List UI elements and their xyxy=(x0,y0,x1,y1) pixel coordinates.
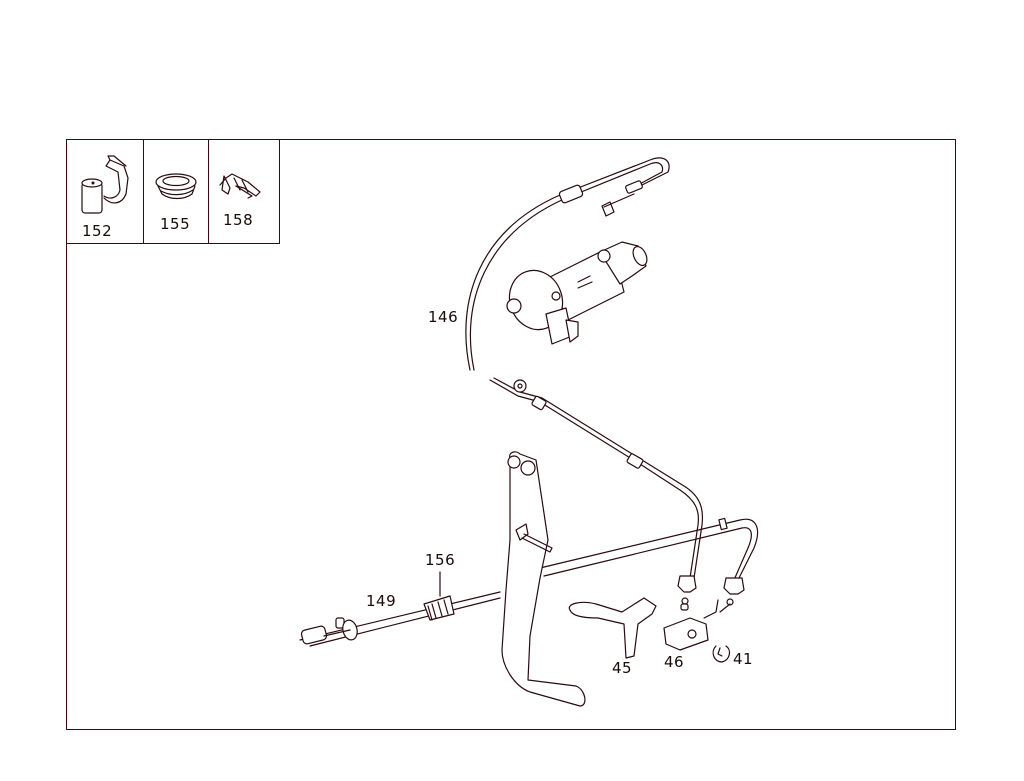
callout-146[interactable]: 146 xyxy=(428,308,459,326)
inset-part-152[interactable] xyxy=(66,139,144,244)
inset-label-155: 155 xyxy=(160,215,191,233)
callout-46[interactable]: 46 xyxy=(664,653,685,671)
part-158-icon xyxy=(219,173,261,199)
part-152-icon xyxy=(81,155,129,214)
inset-label-152: 152 xyxy=(82,222,113,240)
inset-label-158: 158 xyxy=(223,211,254,229)
clutch-pedal xyxy=(501,451,586,707)
callout-45[interactable]: 45 xyxy=(612,659,633,677)
cable-146 xyxy=(465,157,704,611)
part-46-clip xyxy=(663,617,709,651)
callout-41[interactable]: 41 xyxy=(733,650,754,668)
clutch-cylinder xyxy=(506,241,648,345)
diagram-frame xyxy=(66,139,956,730)
hydraulic-line xyxy=(299,517,759,647)
inset-part-155[interactable] xyxy=(143,139,209,244)
callout-149[interactable]: 149 xyxy=(366,592,397,610)
cable-149 xyxy=(300,571,455,645)
callout-156[interactable]: 156 xyxy=(425,551,456,569)
part-41-circlip xyxy=(712,645,731,663)
part-155-icon xyxy=(155,173,197,200)
part-45-bracket xyxy=(568,597,657,659)
